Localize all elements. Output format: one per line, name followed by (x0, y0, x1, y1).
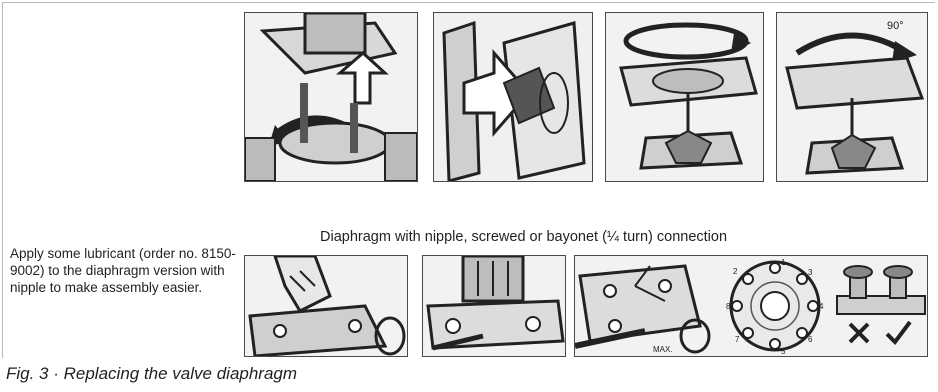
illustration-insert-diaphragm (433, 12, 593, 182)
illustration-fit-actuator (422, 255, 566, 357)
bolt-number: 6 (808, 335, 813, 344)
illustration-screw-diaphragm (605, 12, 764, 182)
bolt-number: 5 (781, 347, 786, 356)
illustration-bayonet-diaphragm: 90° (776, 12, 928, 182)
bolt-number: 8 (726, 302, 731, 311)
bolt-number: 3 (808, 268, 813, 277)
illustration-remove-actuator (244, 12, 418, 182)
diaphragm-connection-caption: Diaphragm with nipple, screwed or bayone… (320, 229, 920, 245)
bolt-number: 4 (819, 302, 824, 311)
torque-mark: MAX. (653, 345, 673, 354)
turn-angle-label: 90° (887, 20, 904, 32)
illustration-apply-lubricant (244, 255, 408, 357)
bolt-number: 2 (733, 267, 738, 276)
bolt-number: 7 (735, 335, 740, 344)
illustration-tighten-bolts: MAX. 1 2 3 4 5 6 7 8 (574, 255, 928, 357)
lubricant-instruction: Apply some lubricant (order no. 8150-900… (10, 245, 238, 296)
bolt-number: 1 (781, 258, 786, 267)
figure-caption: Fig. 3 · Replacing the valve diaphragm (6, 364, 297, 384)
